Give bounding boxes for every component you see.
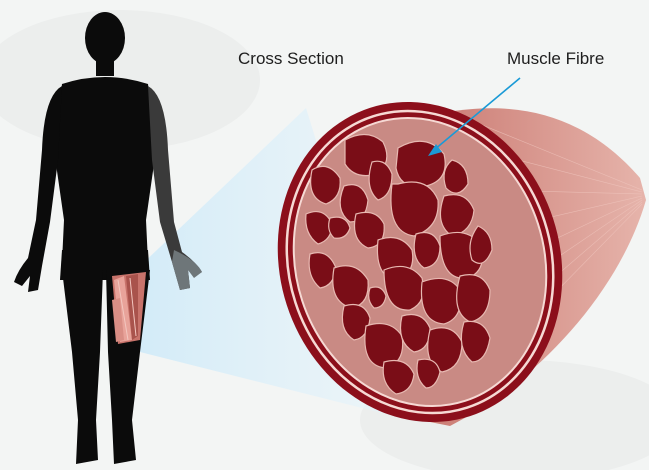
muscle-fibre-label: Muscle Fibre — [507, 49, 604, 69]
cross-section-label: Cross Section — [238, 49, 344, 69]
